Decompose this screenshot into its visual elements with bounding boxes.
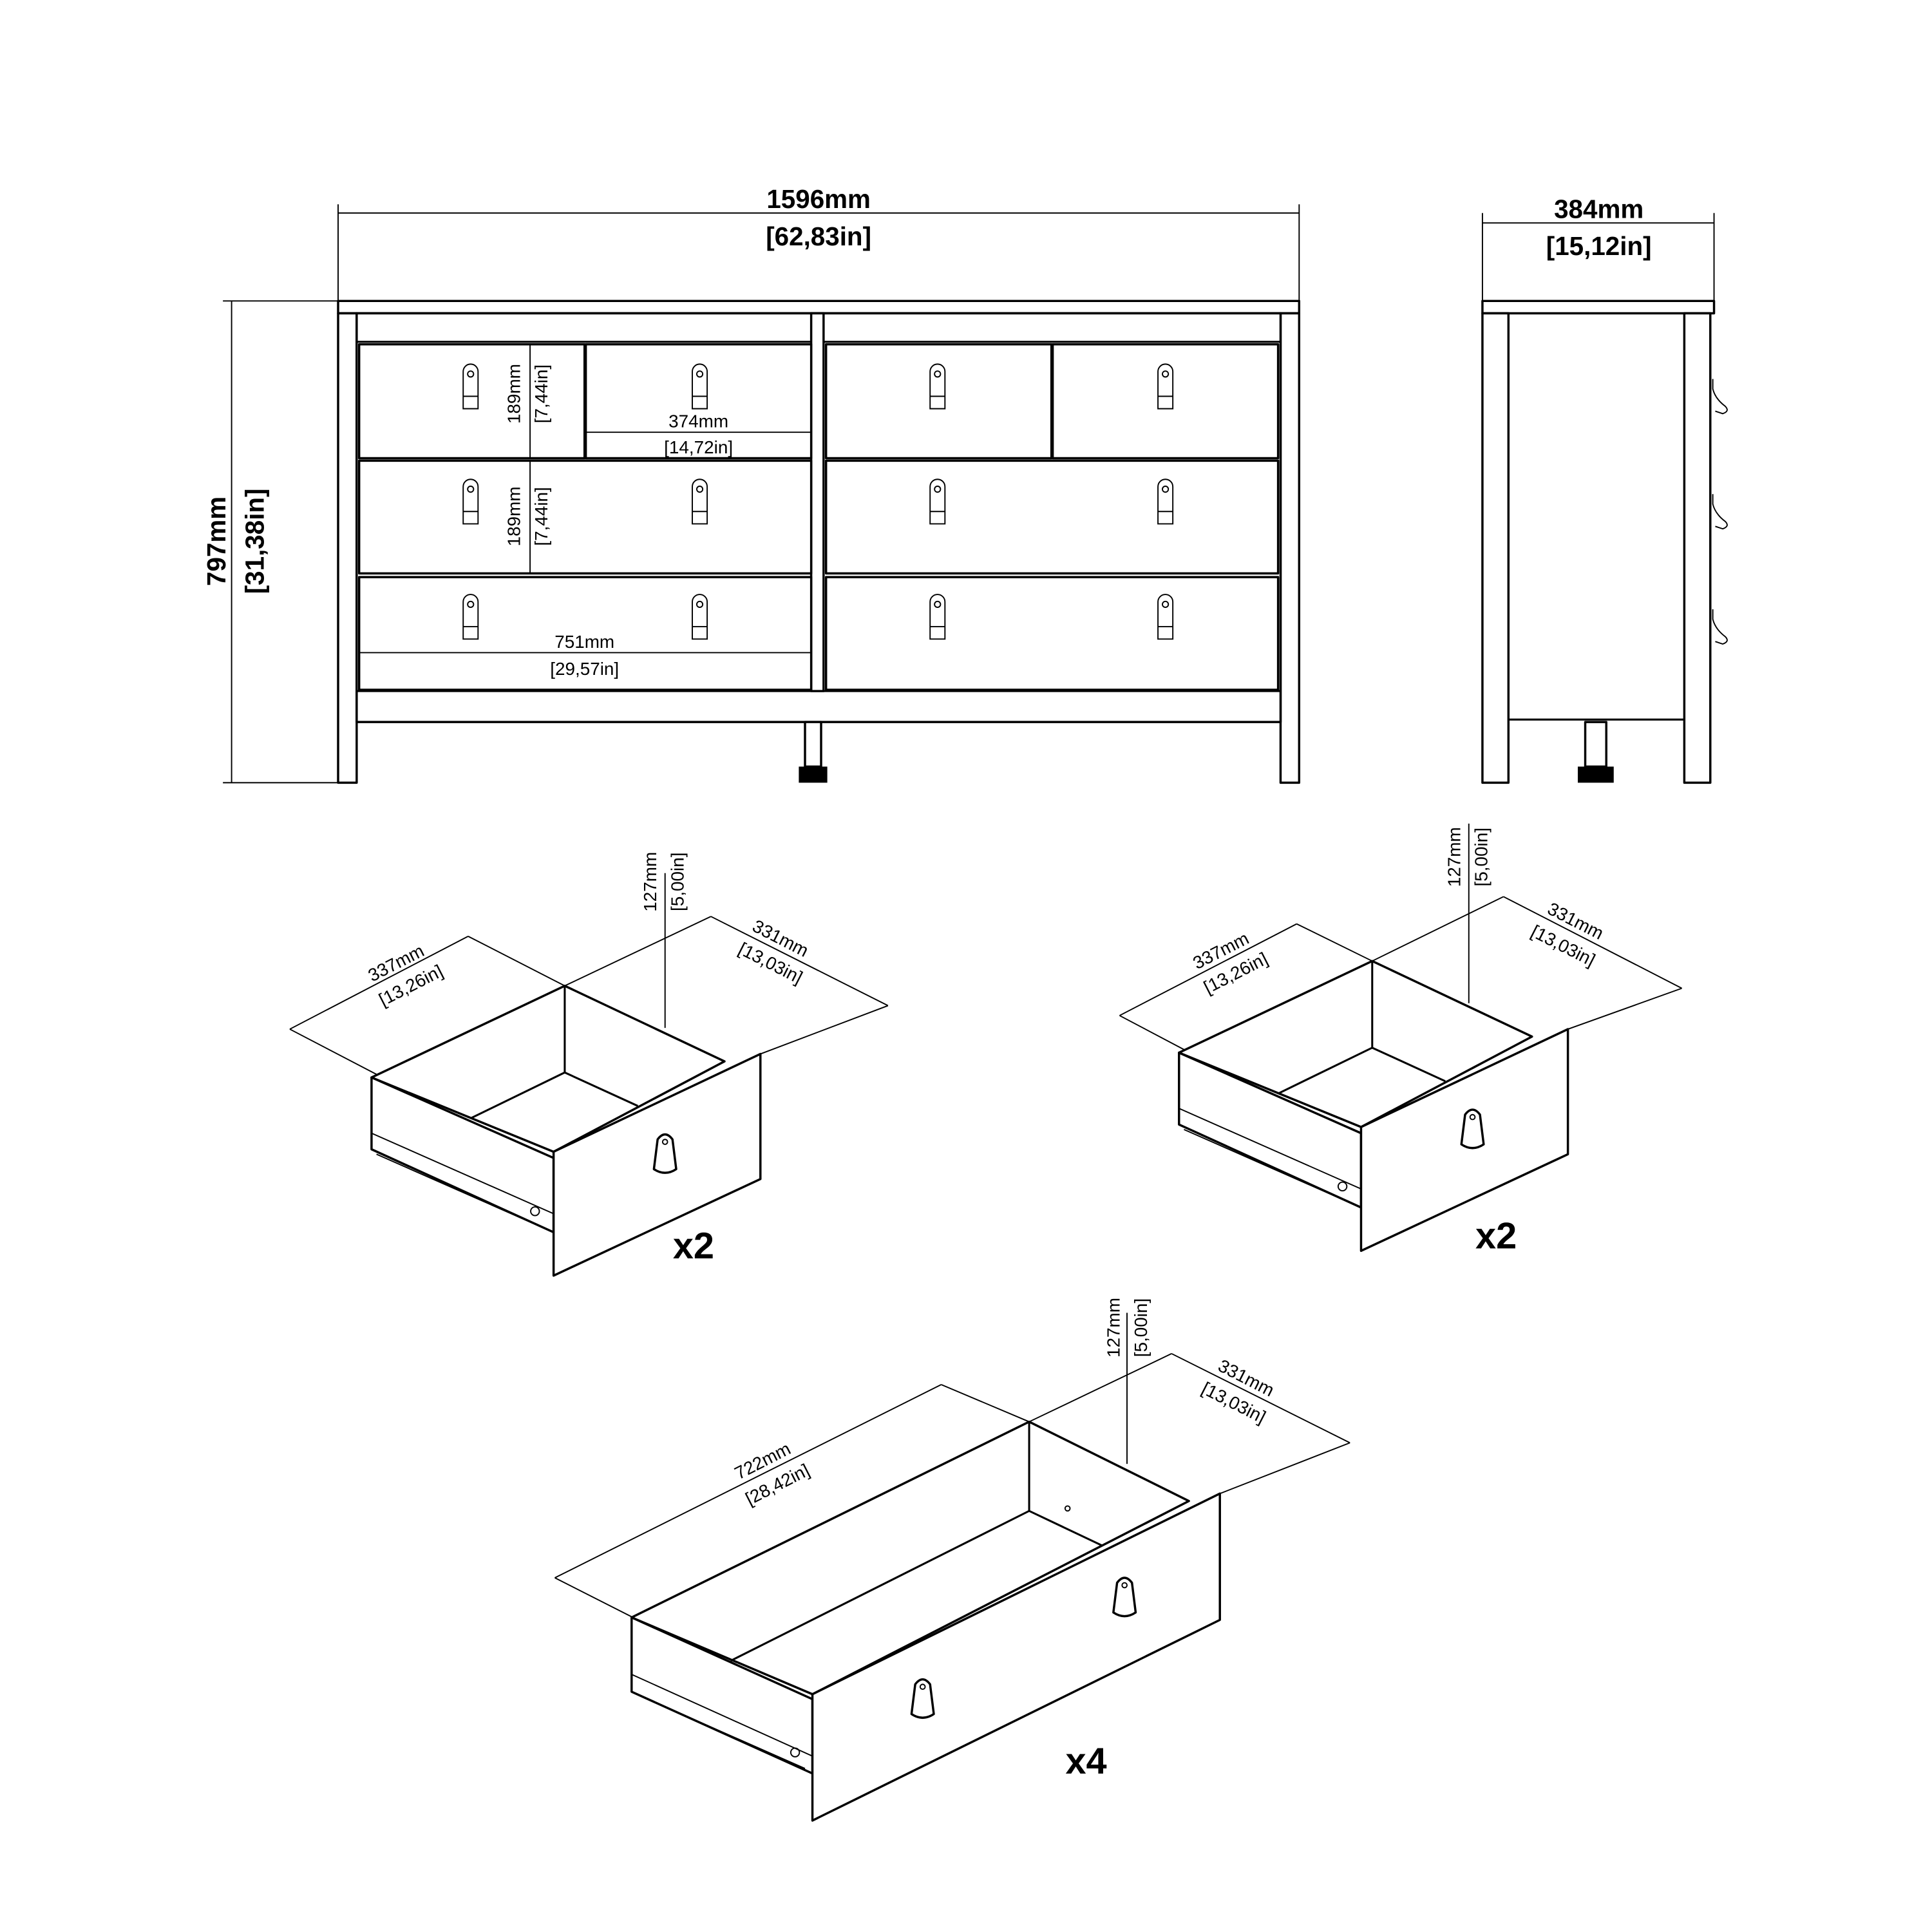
side-back-leg	[1481, 312, 1510, 784]
width-in-label: [62,83in]	[766, 222, 871, 251]
drawer-front-panel	[811, 1492, 1221, 1822]
side-view: 384mm [15,12in]	[1481, 194, 1728, 784]
drawer-height-1-in: [7,44in]	[531, 365, 551, 423]
handle-profile-icon	[1712, 609, 1728, 645]
drawer-front[interactable]	[584, 343, 813, 460]
large-drawer-width-mm: 751mm	[554, 632, 614, 652]
drawer-height-mm: 127mm	[640, 852, 660, 912]
small-drawer-width-mm: 374mm	[668, 411, 728, 431]
center-divider	[810, 312, 825, 692]
leather-handle-icon	[652, 1133, 677, 1174]
drawer-small-2: 337mm [13,26in] 331mm [13,03in] 127mm [5…	[1119, 823, 1682, 1256]
right-leg	[1279, 312, 1301, 784]
large-drawer-width-in: [29,57in]	[550, 659, 619, 679]
drawer-fronts	[357, 343, 1280, 691]
small-drawer-width-in: [14,72in]	[664, 437, 733, 457]
drawer-height-in: [5,00in]	[668, 853, 688, 911]
left-leg	[337, 312, 358, 784]
drawer-height-in: [5,00in]	[1131, 1298, 1151, 1357]
drawer-front[interactable]	[357, 343, 586, 460]
drawer-height-in: [5,00in]	[1472, 828, 1492, 886]
drawer-height-2-mm: 189mm	[504, 486, 524, 546]
width-mm-label: 1596mm	[766, 184, 871, 214]
leather-handle-icon	[910, 1678, 935, 1719]
top-board	[337, 299, 1301, 315]
drawer-height-mm: 127mm	[1103, 1298, 1123, 1358]
handle-profile-icon	[1712, 493, 1728, 530]
drawer-small-1: 337mm [13,26in] 331mm [13,03in] 127mm [5…	[289, 852, 889, 1277]
drawer-front[interactable]	[824, 343, 1053, 460]
drawer-front[interactable]	[1051, 343, 1280, 460]
side-front-leg	[1683, 312, 1712, 784]
side-top-board	[1481, 299, 1716, 315]
center-foot	[804, 721, 822, 768]
height-in-label: [31,38in]	[240, 488, 270, 594]
drawer-front[interactable]	[357, 576, 813, 691]
drawer-height-mm: 127mm	[1444, 827, 1464, 887]
drawer-front[interactable]	[357, 459, 813, 575]
drawer-height-2-in: [7,44in]	[531, 487, 551, 545]
side-foot	[1584, 721, 1607, 768]
quantity-label: x2	[1475, 1215, 1517, 1256]
drawer-front[interactable]	[824, 459, 1280, 575]
height-mm-label: 797mm	[202, 497, 231, 586]
drawer-front[interactable]	[824, 576, 1280, 691]
handle-profile-icon	[1712, 378, 1728, 415]
quantity-label: x4	[1065, 1741, 1106, 1782]
side-foot-base	[1578, 766, 1614, 783]
front-view: 1596mm [62,83in] 797mm [31,38in]	[202, 184, 1301, 784]
quantity-label: x2	[673, 1226, 714, 1267]
depth-mm-label: 384mm	[1554, 194, 1643, 223]
foot-base	[799, 766, 828, 783]
depth-in-label: [15,12in]	[1546, 231, 1652, 261]
leather-handle-icon	[1460, 1108, 1485, 1150]
drawer-height-1-mm: 189mm	[504, 364, 524, 424]
drawer-wide: 722mm [28,42in] 331mm [13,03in] 127mm [5…	[554, 1298, 1350, 1822]
leather-handle-icon	[1112, 1577, 1137, 1618]
